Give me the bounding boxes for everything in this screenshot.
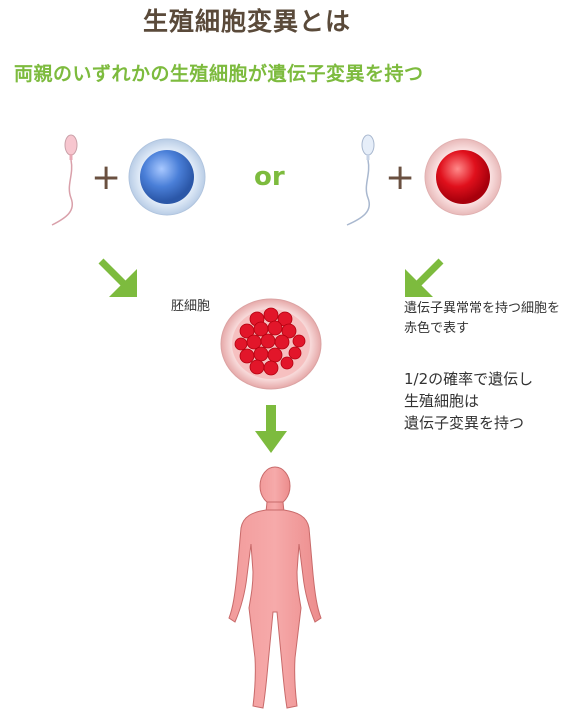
- arrow-down-left-icon: [405, 258, 444, 297]
- egg-normal-icon: [128, 138, 206, 216]
- human-body-icon: [228, 466, 322, 709]
- red-cell-note-line: 遺伝子異常常を持つ細胞を: [404, 301, 561, 316]
- probability-note-line: 生殖細胞は: [404, 392, 480, 410]
- page-title: 生殖細胞変異とは: [143, 7, 352, 36]
- embryo-cell-icon: [220, 298, 322, 390]
- plus-sign-left: +: [91, 157, 122, 198]
- arrow-down-icon: [255, 405, 287, 453]
- arrow-down-right-icon: [98, 258, 137, 297]
- probability-note: 1/2の確率で遺伝し 生殖細胞は 遺伝子変異を持つ: [404, 368, 533, 434]
- egg-mutant-icon: [424, 138, 502, 216]
- or-label: or: [254, 162, 285, 192]
- sperm-normal-icon: [51, 134, 78, 226]
- plus-sign-right: +: [385, 157, 416, 198]
- red-cell-note-line: 赤色で表す: [404, 321, 470, 336]
- page-subtitle: 両親のいずれかの生殖細胞が遺伝子変異を持つ: [14, 63, 424, 85]
- probability-note-line: 遺伝子変異を持つ: [404, 414, 525, 432]
- embryo-cell-label: 胚細胞: [171, 299, 211, 314]
- probability-note-line: 1/2の確率で遺伝し: [404, 370, 534, 388]
- sperm-variant-icon: [346, 134, 375, 226]
- red-cell-note: 遺伝子異常常を持つ細胞を 赤色で表す: [404, 299, 560, 339]
